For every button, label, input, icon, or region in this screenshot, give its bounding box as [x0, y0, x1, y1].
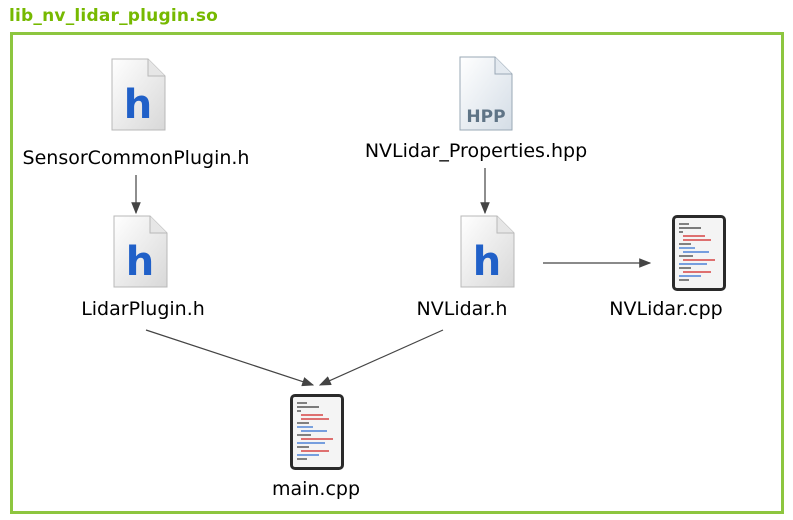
h-header-file-icon: h	[108, 58, 168, 136]
hpp-file-icon: HPP	[457, 56, 515, 136]
node-label-nvlidar-h: NVLidar.h	[416, 298, 508, 320]
svg-text:h: h	[126, 239, 154, 285]
node-label-sensorcommonplugin-h: SensorCommonPlugin.h	[22, 147, 250, 169]
svg-text:h: h	[473, 239, 501, 285]
arrow-lidarplugin-to-main	[145, 329, 315, 387]
hpp-badge-text: HPP	[466, 107, 505, 127]
node-label-lidarplugin-h: LidarPlugin.h	[81, 298, 205, 320]
node-label-main-cpp: main.cpp	[271, 478, 361, 500]
arrow-nvlidar-h-to-main	[318, 329, 444, 386]
node-label-nvlidar-cpp: NVLidar.cpp	[609, 298, 723, 320]
cpp-source-file-icon	[671, 214, 727, 296]
h-header-file-icon: h	[110, 215, 170, 293]
diagram-title: lib_nv_lidar_plugin.so	[9, 6, 219, 26]
h-header-file-icon: h	[457, 215, 517, 293]
library-boundary-frame	[10, 32, 784, 514]
cpp-source-file-icon	[289, 393, 345, 475]
svg-text:h: h	[124, 82, 152, 128]
node-label-nvlidar-properties-hpp: NVLidar_Properties.hpp	[364, 140, 588, 162]
